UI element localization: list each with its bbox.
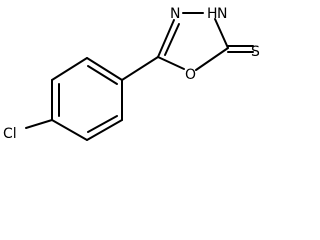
atom-label-nh-h: H	[207, 6, 218, 22]
bond-nh-to-c-thione	[214, 18, 229, 49]
atom-label-o: O	[185, 67, 196, 83]
atom-label-nh-n: N	[217, 6, 227, 22]
benzene-bond-1-inner	[87, 65, 118, 85]
atom-label-cl: Cl	[3, 126, 17, 142]
benzene-bond-2	[51, 57, 88, 81]
benzene-bond-4	[51, 119, 88, 141]
benzene-bond-1	[86, 57, 123, 81]
oxadiazole-ring	[157, 12, 229, 71]
bond-c5-to-n-double	[164, 23, 180, 56]
benzene-bond-5-inner	[87, 115, 118, 133]
atom-label-s: S	[251, 44, 260, 60]
bond-c-to-cl	[25, 119, 53, 129]
bond-c5-to-phenyl	[121, 56, 159, 81]
atom-label-n: N	[170, 6, 180, 22]
bond-c-thione-to-o	[195, 47, 229, 71]
thione-group	[227, 45, 254, 53]
bond-o-to-c5	[157, 56, 185, 70]
benzene-bond-5	[86, 119, 123, 141]
molecule-structure: N H N O S Cl	[3, 6, 260, 142]
bond-c5-to-n	[157, 19, 175, 58]
benzene-ring	[51, 57, 123, 141]
